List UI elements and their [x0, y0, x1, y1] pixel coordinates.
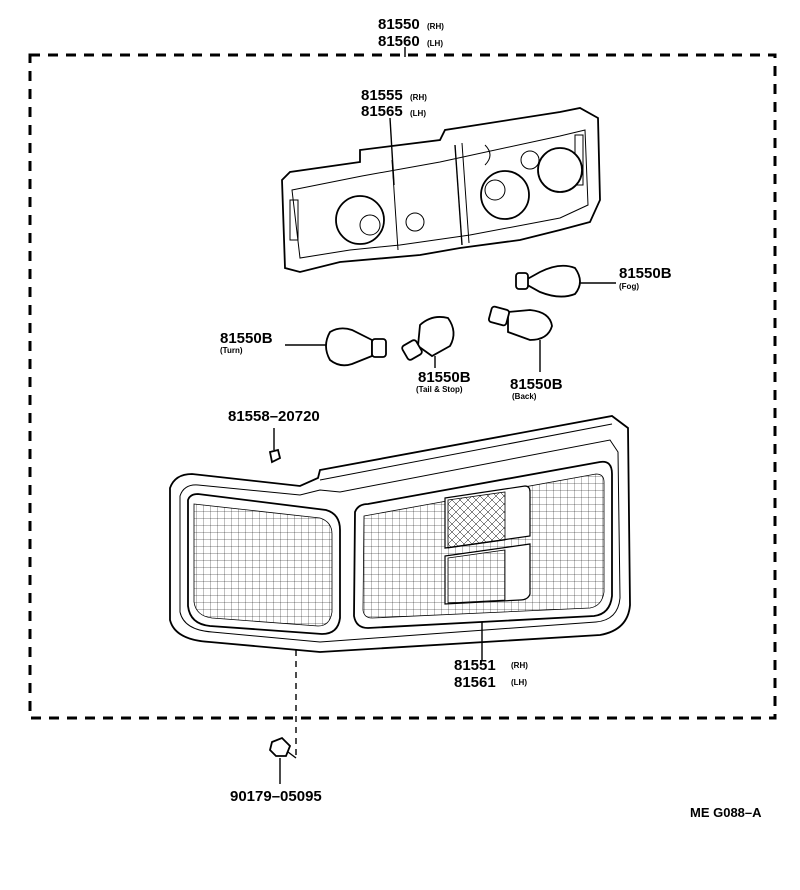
back-bulb-number: 81550B	[510, 376, 563, 393]
tail-stop-bulb: 81550B (Tail & Stop)	[401, 316, 471, 394]
assembly-rh-side: (RH)	[427, 22, 444, 31]
fog-bulb: 81550B (Fog)	[515, 264, 672, 298]
assembly-lh-side: (LH)	[427, 39, 443, 48]
socket-label: 81555 (RH) 81565 (LH)	[361, 87, 427, 120]
figure-code: ME G088–A	[690, 805, 762, 820]
lens-lh-side: (LH)	[511, 678, 527, 687]
lens-lh-number: 81561	[454, 674, 496, 691]
tail-stop-bulb-note: (Tail & Stop)	[416, 385, 463, 394]
assembly-label: 81550 (RH) 81560 (LH)	[378, 16, 444, 50]
socket-rh-side: (RH)	[410, 93, 427, 102]
gasket: 81558–20720	[228, 408, 320, 464]
socket-lh-side: (LH)	[410, 109, 426, 118]
turn-bulb: 81550B (Turn)	[220, 327, 387, 367]
socket-rh-number: 81555	[361, 87, 403, 104]
assembly-boundary	[28, 47, 777, 720]
lens-rh-number: 81551	[454, 657, 496, 674]
back-bulb: 81550B (Back)	[488, 305, 563, 401]
screw: 90179–05095	[230, 650, 322, 805]
back-bulb-note: (Back)	[512, 392, 537, 401]
screw-number: 90179–05095	[230, 788, 322, 805]
gasket-number: 81558–20720	[228, 408, 320, 425]
lens-rh-side: (RH)	[511, 661, 528, 670]
socket-lh-number: 81565	[361, 103, 403, 120]
socket-leader-line	[389, 117, 395, 186]
lamp-socket-housing	[281, 107, 601, 273]
fog-bulb-note: (Fog)	[619, 282, 639, 291]
fog-bulb-number: 81550B	[619, 265, 672, 282]
assembly-rh-number: 81550	[378, 16, 420, 33]
lamp-lens	[169, 415, 631, 653]
assembly-lh-number: 81560	[378, 33, 420, 50]
turn-bulb-note: (Turn)	[220, 346, 243, 355]
turn-bulb-number: 81550B	[220, 330, 273, 347]
lens-label: 81551 (RH) 81561 (LH)	[454, 657, 528, 691]
tail-stop-bulb-number: 81550B	[418, 369, 471, 386]
